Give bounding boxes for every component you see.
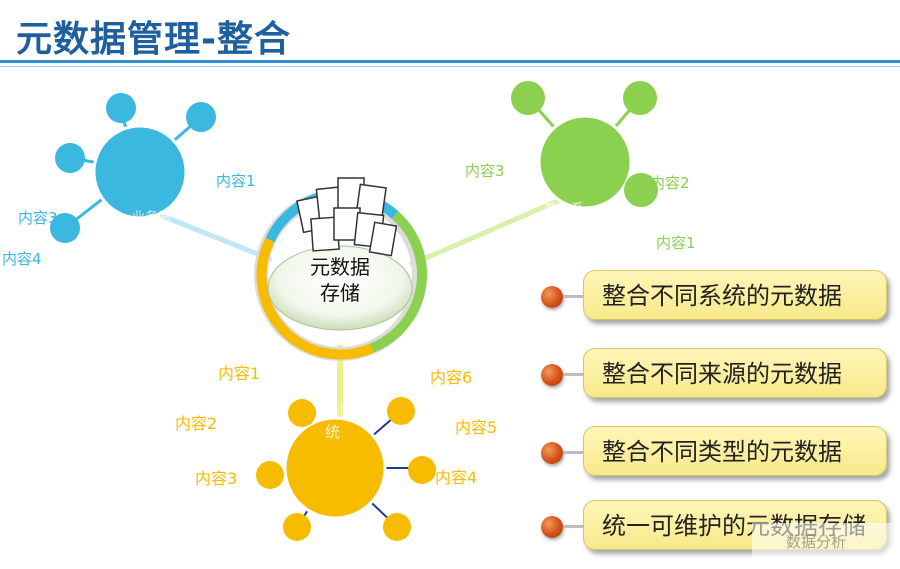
blue-cluster <box>50 93 216 243</box>
bullet-text: 整合不同系统的元数据 <box>583 270 887 320</box>
blue-system-label: 业务系统 <box>132 210 172 241</box>
yellow-label-1: 内容1 <box>218 364 261 383</box>
bullet-dot-icon <box>541 516 563 538</box>
yellow-sub-node <box>288 399 316 427</box>
bullet-connector <box>563 451 585 454</box>
yellow-label-2: 内容2 <box>175 414 218 433</box>
yellow-sub-node <box>383 513 411 541</box>
bullet-item: 整合不同系统的元数据 <box>535 270 900 328</box>
yellow-sub-node <box>408 456 436 484</box>
page-title: 元数据管理-整合 <box>16 19 291 60</box>
blue-label-4: 内容4 <box>2 250 42 268</box>
green-label-3: 内容3 <box>465 162 505 180</box>
bullet-item: 整合不同类型的元数据 <box>535 426 900 484</box>
title-underline <box>0 60 900 63</box>
blue-label-3: 内容3 <box>18 209 58 227</box>
bullet-item: 整合不同来源的元数据 <box>535 348 900 406</box>
yellow-system-label: 总账系统 <box>325 403 371 441</box>
bullet-connector <box>563 373 585 376</box>
blue-label-1: 内容1 <box>216 172 256 190</box>
yellow-label-4: 内容4 <box>435 468 478 487</box>
blue-sub-node <box>55 143 85 173</box>
green-connector <box>409 197 561 268</box>
green-sub-node <box>623 81 657 115</box>
blue-sub-node <box>106 93 136 123</box>
watermark-text: 数据分析 <box>786 533 847 551</box>
blue-sub-node <box>186 102 216 132</box>
bullet-dot-icon <box>541 286 563 308</box>
yellow-sub-node <box>387 397 415 425</box>
bullet-connector <box>563 295 585 298</box>
green-label-1: 内容1 <box>656 234 696 252</box>
blue-sub-node <box>50 213 80 243</box>
yellow-label-6: 内容6 <box>430 368 473 387</box>
bullet-text: 整合不同类型的元数据 <box>583 426 887 476</box>
green-system-node <box>537 114 633 210</box>
yellow-sub-node <box>256 461 284 489</box>
green-sub-node <box>511 81 545 115</box>
hub-label-line1: 元数据 <box>310 255 370 279</box>
yellow-label-5: 内容5 <box>455 418 498 437</box>
hub-label-line2: 存储 <box>320 281 360 305</box>
bullet-connector <box>563 525 585 528</box>
bullet-dot-icon <box>541 364 563 386</box>
title-underline-thin <box>0 66 900 67</box>
yellow-cluster <box>256 397 436 541</box>
bullet-dot-icon <box>541 442 563 464</box>
yellow-sub-node <box>283 513 311 541</box>
bullet-text: 整合不同来源的元数据 <box>583 348 887 398</box>
green-system-label: 数仓系统 <box>545 202 585 233</box>
green-label-2: 内容2 <box>650 174 690 192</box>
watermark: 数据分析 <box>752 523 892 559</box>
green-cluster <box>511 81 658 210</box>
green-sub-node <box>624 173 658 207</box>
yellow-system-node <box>283 416 387 520</box>
document-stack-icon <box>296 177 398 257</box>
yellow-label-3: 内容3 <box>195 469 238 488</box>
hub-label: 元数据 存储 <box>290 254 390 306</box>
blue-system-node <box>92 124 188 220</box>
